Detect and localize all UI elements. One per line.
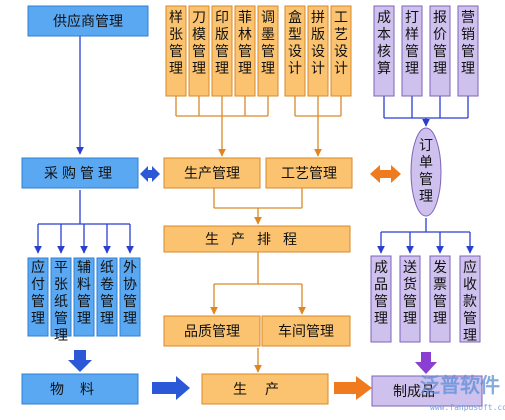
svg-text:菲林管理: 菲林管理 xyxy=(238,10,252,77)
node-plate: 印版管理 xyxy=(211,5,233,97)
node-aux: 辅料管理 xyxy=(73,257,95,337)
center-connectors xyxy=(175,96,342,373)
node-flat: 平张纸管理 xyxy=(50,257,72,344)
svg-text:车间管理: 车间管理 xyxy=(278,323,334,340)
node-roll: 纸卷管理 xyxy=(96,257,118,337)
node-die: 刀模管理 xyxy=(188,5,210,97)
svg-text:盒型设计: 盒型设计 xyxy=(288,9,302,77)
svg-text:送货管理: 送货管理 xyxy=(403,260,417,327)
down-arrow-icon xyxy=(68,350,92,372)
right-arrow-icon xyxy=(152,376,190,400)
svg-text:订单管理: 订单管理 xyxy=(419,138,433,205)
svg-text:生产排程: 生产排程 xyxy=(205,232,309,248)
svg-text:辅料管理: 辅料管理 xyxy=(77,260,91,327)
node-quality: 品质管理 xyxy=(163,315,261,347)
svg-text:印版管理: 印版管理 xyxy=(215,10,229,77)
node-quote: 报价管理 xyxy=(429,5,451,97)
svg-text:生产: 生产 xyxy=(233,382,297,398)
node-workshop: 车间管理 xyxy=(261,315,351,347)
node-finished: 成品管理 xyxy=(370,255,392,343)
node-box: 盒型设计 xyxy=(284,5,306,97)
svg-text:泛普软件: 泛普软件 xyxy=(420,373,500,397)
node-pay: 应付管理 xyxy=(27,257,49,337)
node-sample: 样张管理 xyxy=(165,5,187,97)
svg-text:拼版设计: 拼版设计 xyxy=(311,10,325,77)
svg-text:生产管理: 生产管理 xyxy=(184,166,240,182)
svg-text:打样管理: 打样管理 xyxy=(405,9,419,77)
node-production: 生产 xyxy=(201,373,329,405)
svg-text:发票管理: 发票管理 xyxy=(433,260,447,327)
svg-text:纸卷管理: 纸卷管理 xyxy=(100,260,114,327)
node-final-product: 制成品 xyxy=(371,375,483,407)
node-delivery: 送货管理 xyxy=(399,255,421,343)
node-materials: 物料 xyxy=(21,373,139,405)
node-outsource: 外协管理 xyxy=(119,257,141,337)
svg-text:外协管理: 外协管理 xyxy=(123,260,137,327)
node-imposition: 拼版设计 xyxy=(307,5,329,97)
node-supplier: 供应商管理 xyxy=(27,5,149,37)
svg-text:成品管理: 成品管理 xyxy=(374,260,388,327)
svg-text:工艺管理: 工艺管理 xyxy=(281,166,337,182)
down-arrow-icon xyxy=(415,352,437,374)
node-order: 订单管理 xyxy=(410,127,442,217)
node-marketing: 营销管理 xyxy=(457,5,479,97)
node-schedule: 生产排程 xyxy=(163,225,351,253)
svg-text:www.fanpusoft.com: www.fanpusoft.com xyxy=(430,403,505,412)
svg-text:供应商管理: 供应商管理 xyxy=(53,13,123,30)
svg-text:营销管理: 营销管理 xyxy=(461,10,475,77)
svg-text:制成品: 制成品 xyxy=(393,384,435,400)
svg-text:采购管理: 采购管理 xyxy=(44,166,116,182)
svg-text:样张管理: 样张管理 xyxy=(169,10,183,77)
right-connectors xyxy=(377,96,474,254)
node-film: 菲林管理 xyxy=(234,5,256,97)
node-craft-mgmt: 工艺管理 xyxy=(265,157,353,189)
node-prod-mgmt: 生产管理 xyxy=(163,157,261,189)
node-craft: 工艺设计 xyxy=(330,5,352,97)
node-proof: 打样管理 xyxy=(401,5,423,97)
svg-text:平张纸管理: 平张纸管理 xyxy=(54,260,68,344)
double-arrow-icon xyxy=(370,165,401,183)
double-arrow-icon xyxy=(140,166,160,182)
watermark: 泛普软件 www.fanpusoft.com xyxy=(420,373,505,412)
svg-text:应收款管理: 应收款管理 xyxy=(463,259,477,344)
left-connectors xyxy=(34,36,134,254)
block-arrows xyxy=(68,165,437,400)
node-ink: 调墨管理 xyxy=(257,5,279,97)
svg-text:应付管理: 应付管理 xyxy=(31,259,45,327)
svg-text:品质管理: 品质管理 xyxy=(184,324,240,340)
svg-text:成本核算: 成本核算 xyxy=(377,10,391,77)
right-arrow-icon xyxy=(334,376,372,400)
svg-text:报价管理: 报价管理 xyxy=(433,10,447,77)
node-receivable: 应收款管理 xyxy=(459,255,481,344)
svg-text:调墨管理: 调墨管理 xyxy=(261,10,275,77)
svg-text:工艺设计: 工艺设计 xyxy=(334,10,348,77)
node-procurement: 采购管理 xyxy=(21,157,139,189)
svg-text:刀模管理: 刀模管理 xyxy=(192,10,206,77)
svg-text:物料: 物料 xyxy=(50,382,110,398)
node-invoice: 发票管理 xyxy=(429,255,451,343)
node-cost: 成本核算 xyxy=(373,5,395,97)
